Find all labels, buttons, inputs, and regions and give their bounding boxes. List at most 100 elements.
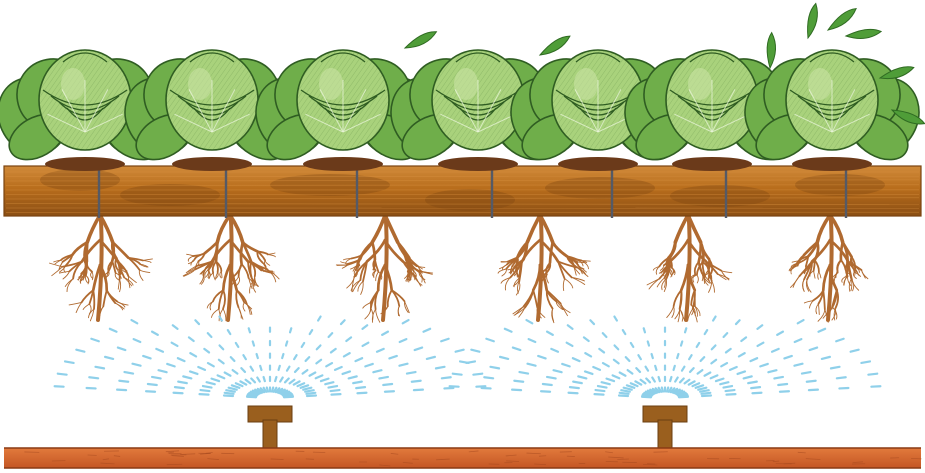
- root-system: [49, 205, 152, 321]
- mist-droplet: [822, 357, 830, 359]
- mist-droplet: [638, 355, 640, 359]
- mist-droplet: [615, 345, 619, 349]
- soil-cup: [45, 157, 125, 171]
- mist-droplet: [220, 345, 224, 349]
- mist-droplet: [831, 367, 840, 369]
- root-branch: [107, 290, 115, 303]
- mist-droplet: [837, 377, 846, 378]
- mist-droplet: [203, 386, 212, 388]
- mist-droplet: [316, 375, 323, 378]
- mist-droplet: [750, 358, 757, 361]
- mist-droplet: [573, 382, 582, 384]
- soil-cup: [438, 157, 518, 171]
- root-branch: [565, 279, 573, 288]
- mist-droplet: [159, 370, 167, 372]
- mist-droplet: [212, 379, 219, 381]
- tap-root: [98, 205, 102, 320]
- root-branch: [809, 301, 813, 308]
- mist-droplet: [349, 376, 357, 378]
- mist-droplet: [286, 341, 287, 345]
- mist-droplet: [436, 367, 445, 369]
- root-branch: [836, 271, 838, 278]
- mist-droplet: [652, 354, 653, 358]
- mist-droplet: [190, 371, 197, 373]
- mist-droplet: [362, 325, 367, 329]
- root-branch: [223, 290, 225, 309]
- root-branch: [268, 253, 275, 254]
- mist-droplet: [331, 390, 340, 391]
- mist-droplet: [614, 360, 619, 364]
- mist-droplet: [646, 379, 650, 383]
- leaf-highlight: [319, 68, 343, 100]
- mist-droplet: [851, 350, 859, 352]
- mist-droplet: [778, 384, 787, 385]
- mist-droplet: [280, 378, 282, 382]
- mist-droplet: [257, 354, 258, 358]
- mist-droplet: [620, 372, 626, 375]
- mist-droplet: [302, 343, 304, 347]
- mist-droplet: [152, 377, 161, 379]
- young-leaf: [540, 30, 570, 61]
- root-branch: [187, 254, 194, 256]
- root-branch: [238, 307, 241, 318]
- root-branch: [818, 272, 819, 280]
- mist-droplet: [757, 325, 762, 329]
- mist-droplet: [636, 368, 640, 372]
- mist-droplet: [172, 343, 178, 346]
- mist-droplet: [400, 339, 407, 342]
- mist-droplet: [614, 317, 616, 321]
- mist-droplet: [89, 377, 98, 378]
- root-branch: [342, 264, 348, 269]
- mist-droplet: [772, 349, 779, 352]
- pipe-texture: [798, 452, 806, 453]
- mist-droplet: [798, 320, 804, 323]
- mist-droplet: [599, 349, 604, 353]
- root-branch: [118, 279, 119, 289]
- mist-droplet: [321, 379, 328, 381]
- mist-droplet: [724, 333, 728, 337]
- pipe-texture: [911, 458, 922, 459]
- mist-droplet: [377, 349, 384, 352]
- leaf-highlight: [188, 68, 212, 100]
- mist-droplet: [584, 337, 589, 341]
- lettuce-plants: [0, 3, 925, 171]
- mist-droplet: [573, 358, 580, 361]
- mist-droplet: [275, 377, 276, 381]
- mist-droplet: [554, 370, 562, 372]
- mist-droplet: [646, 367, 648, 371]
- mist-droplet: [593, 367, 600, 370]
- mist-droplet: [620, 393, 629, 394]
- mist-droplet: [690, 368, 694, 372]
- mist-droplet: [473, 374, 482, 375]
- mist-droplet: [644, 328, 645, 332]
- mist-droplet: [585, 371, 592, 373]
- mist-droplet: [65, 361, 74, 363]
- mist-droplet: [208, 363, 214, 366]
- root-branch: [851, 279, 852, 291]
- mist-droplet: [774, 377, 783, 379]
- board-grain: [670, 185, 770, 207]
- root-branch: [103, 290, 106, 306]
- root-branch: [143, 259, 153, 261]
- mist-droplet: [317, 345, 321, 349]
- young-leaf: [405, 24, 436, 57]
- soil-cup: [672, 157, 752, 171]
- mist-droplet: [295, 368, 299, 372]
- mist-droplet: [290, 380, 295, 384]
- mist-droplet: [689, 355, 691, 359]
- root-branch: [221, 271, 222, 277]
- mist-droplet: [95, 367, 104, 369]
- mist-droplet: [183, 376, 191, 378]
- root-branch: [680, 309, 683, 321]
- root-branch: [211, 309, 218, 318]
- board-grain: [425, 189, 515, 211]
- mist-droplet: [631, 343, 633, 347]
- mist-droplet: [118, 348, 125, 350]
- mist-droplet: [105, 357, 113, 359]
- root-branch: [533, 290, 537, 307]
- mist-droplet: [514, 381, 523, 382]
- mist-droplet: [490, 367, 499, 369]
- mist-droplet: [178, 382, 187, 384]
- mist-droplet: [700, 390, 709, 392]
- mist-droplet: [76, 350, 84, 352]
